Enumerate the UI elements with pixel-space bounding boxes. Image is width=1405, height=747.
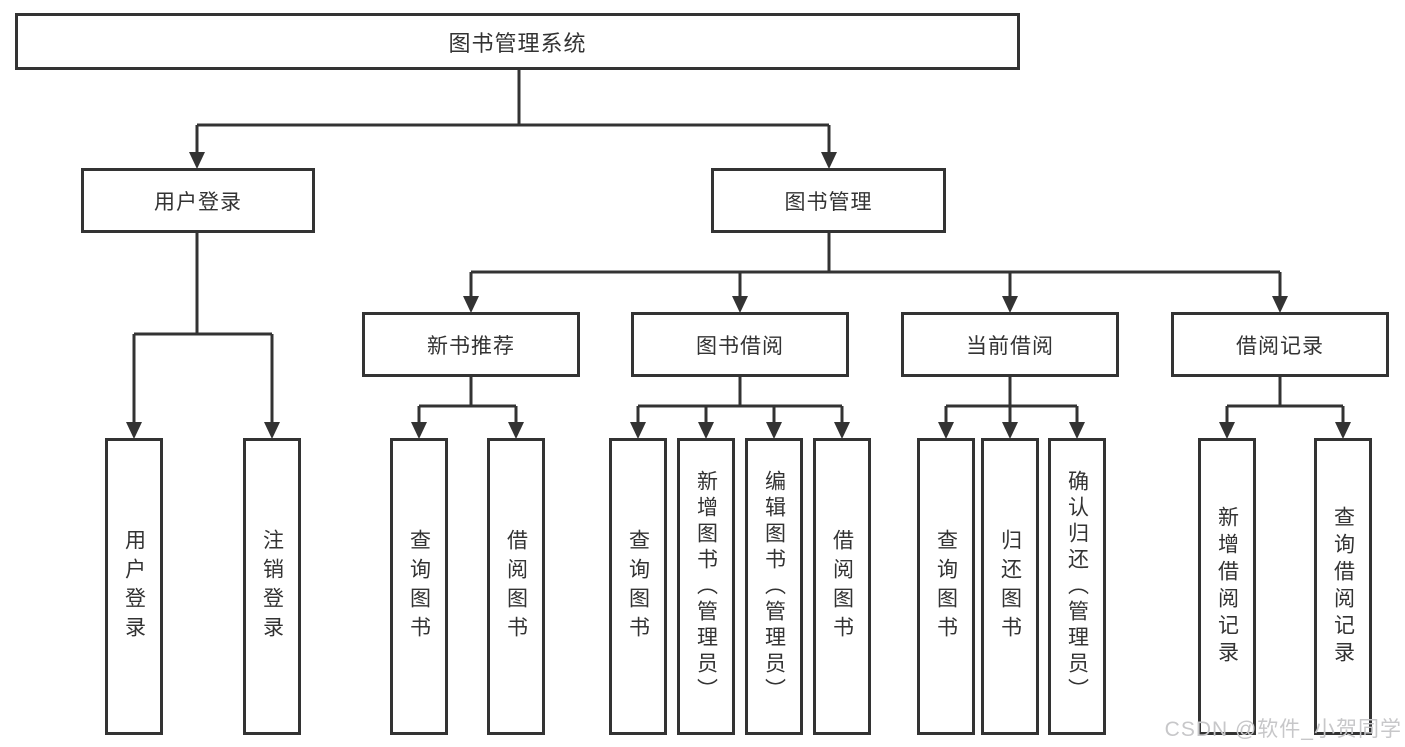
leaf-query-borrow-record: 查询借阅记录 (1314, 438, 1372, 735)
node-label: 编辑图书（管理员） (762, 469, 786, 704)
node-new-book-recommend: 新书推荐 (362, 312, 580, 377)
node-book-borrowing: 图书借阅 (631, 312, 849, 377)
node-current-borrowing: 当前借阅 (901, 312, 1119, 377)
node-label: 查询图书 (626, 528, 650, 645)
node-label: 新增图书（管理员） (694, 469, 718, 704)
leaf-borrow-books-borrowing: 借阅图书 (813, 438, 871, 735)
node-label: 查询图书 (407, 528, 431, 645)
node-label: 确认归还（管理员） (1065, 469, 1089, 704)
node-label: 图书管理 (784, 190, 873, 214)
node-label: 新书推荐 (427, 334, 515, 358)
node-label: 新增借阅记录 (1215, 505, 1239, 668)
node-label: 注销登录 (260, 528, 284, 645)
leaf-query-books-recommend: 查询图书 (390, 438, 448, 735)
leaf-add-borrow-record: 新增借阅记录 (1198, 438, 1256, 735)
node-label: 当前借阅 (966, 334, 1054, 358)
node-label: 图书借阅 (696, 334, 784, 358)
node-user-login: 用户登录 (81, 168, 315, 233)
node-book-management: 图书管理 (711, 168, 946, 233)
node-book-management-system: 图书管理系统 (15, 13, 1020, 70)
leaf-return-books: 归还图书 (981, 438, 1039, 735)
node-label: 图书管理系统 (448, 30, 587, 56)
leaf-add-books-admin: 新增图书（管理员） (677, 438, 735, 735)
node-label: 查询图书 (934, 528, 958, 645)
node-borrowing-records: 借阅记录 (1171, 312, 1389, 377)
leaf-confirm-return-admin: 确认归还（管理员） (1048, 438, 1106, 735)
leaf-user-login: 用户登录 (105, 438, 163, 735)
node-label: 借阅记录 (1236, 334, 1324, 358)
leaf-query-books-current: 查询图书 (917, 438, 975, 735)
leaf-query-books-borrowing: 查询图书 (609, 438, 667, 735)
csdn-watermark: CSDN @软件_小贺同学 (1164, 718, 1402, 741)
arrowheads (126, 152, 1351, 439)
leaf-edit-books-admin: 编辑图书（管理员） (745, 438, 803, 735)
leaf-logout: 注销登录 (243, 438, 301, 735)
node-label: 借阅图书 (830, 528, 854, 645)
leaf-borrow-books-recommend: 借阅图书 (487, 438, 545, 735)
node-label: 借阅图书 (504, 528, 528, 645)
node-label: 用户登录 (154, 190, 242, 214)
node-label: 查询借阅记录 (1331, 505, 1355, 668)
node-label: 用户登录 (122, 528, 146, 645)
node-label: 归还图书 (998, 528, 1022, 645)
